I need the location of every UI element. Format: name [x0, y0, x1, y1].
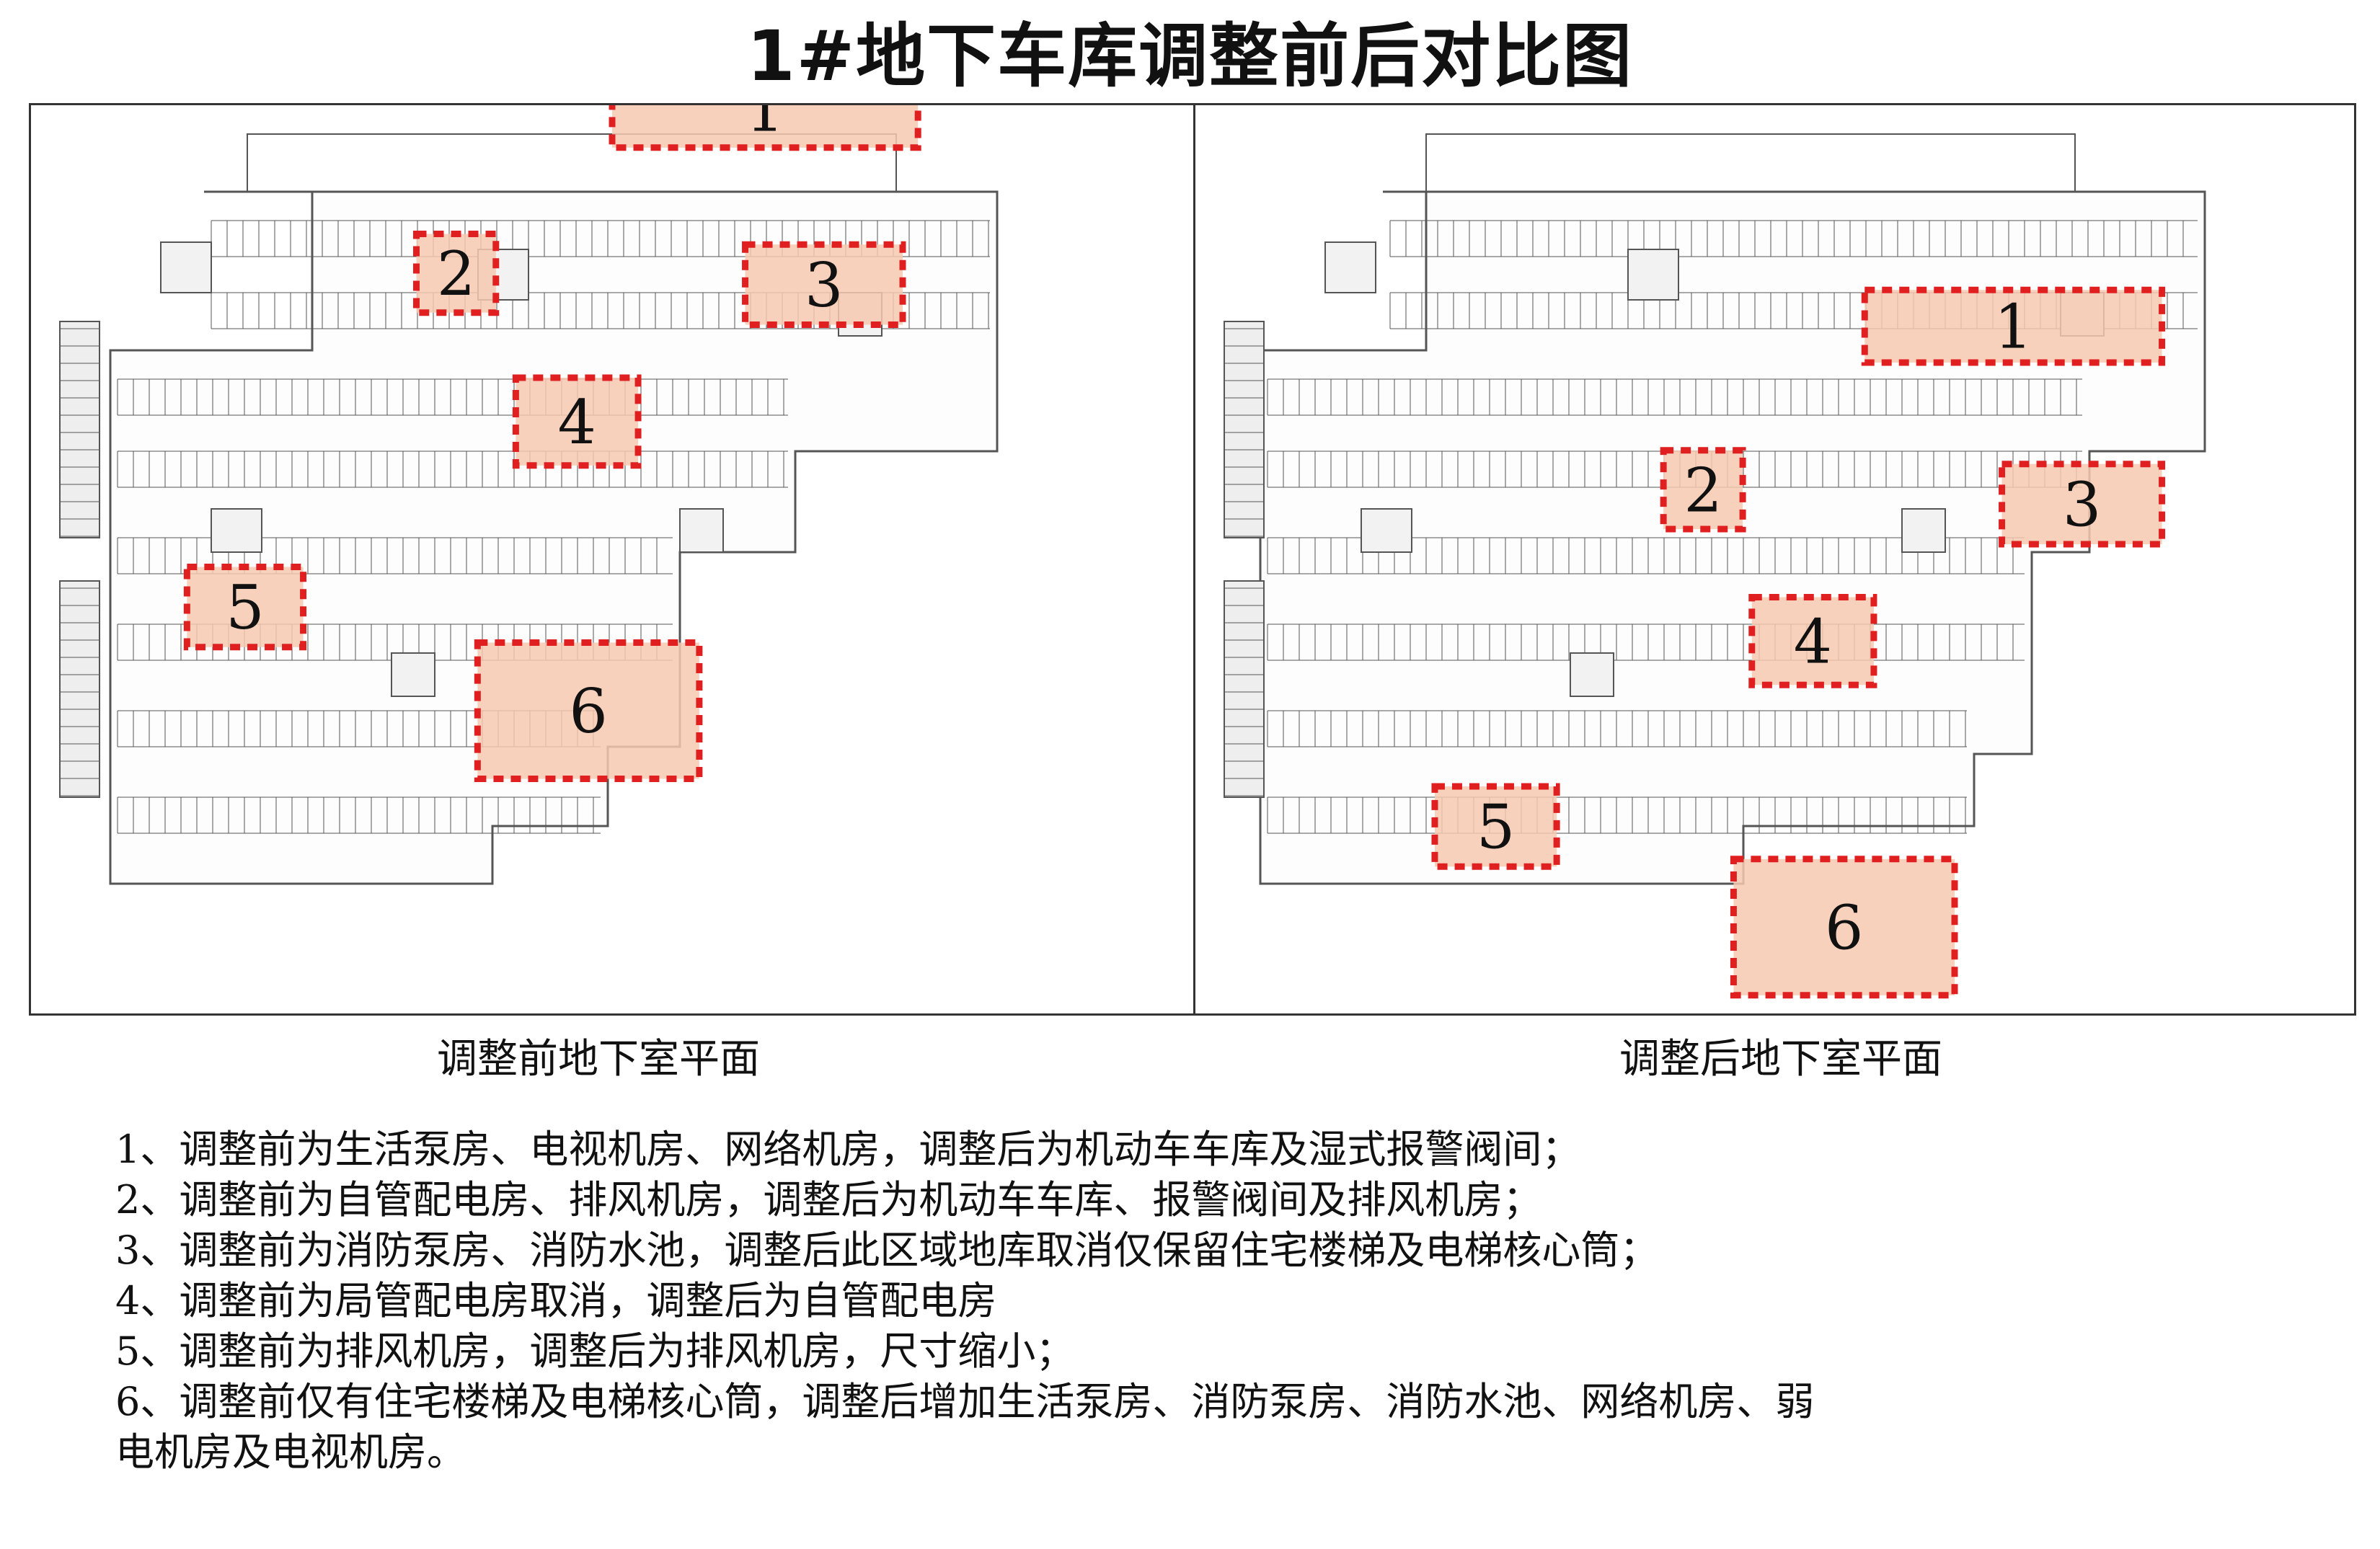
note-item-1: 1、调整前为生活泵房、电视机房、网络机房，调整后为机动车车库及湿式报警阀间； [115, 1127, 1581, 1172]
after-zone-3-label: 3 [2063, 469, 2101, 540]
after-zone-6: 6 [1730, 856, 1958, 999]
after-zone-6-box [1730, 856, 1958, 999]
after-zone-5-label: 5 [1477, 792, 1515, 863]
after-zone-1-box [1861, 286, 2166, 366]
caption-before: 调整前地下室平面 [437, 1036, 760, 1083]
before-zone-3-label: 3 [805, 250, 843, 321]
before-core-6 [391, 652, 435, 697]
after-zone-5: 5 [1431, 783, 1560, 870]
before-zone-1-label: 1 [746, 105, 784, 145]
note-item-6-cont: 电机房及电视机房。 [115, 1429, 466, 1475]
after-zone-1: 1 [1861, 286, 2166, 366]
after-core-2 [1627, 249, 1679, 301]
before-zone-6: 6 [474, 639, 703, 782]
plan-before: 1 2 3 4 5 6 [31, 105, 1193, 1013]
after-ramp-upper [1224, 321, 1265, 538]
after-zone-4-label: 4 [1794, 606, 1832, 677]
after-core-5 [1901, 508, 1946, 553]
caption-after: 调整后地下室平面 [1619, 1036, 1942, 1083]
plans-frame [29, 103, 2356, 1016]
before-zone-3: 3 [742, 241, 906, 328]
before-core-5 [679, 508, 724, 553]
before-zone-6-label: 6 [569, 676, 607, 747]
before-zone-3-box [742, 241, 906, 328]
after-core-4 [1361, 508, 1412, 553]
before-zone-2-label: 2 [437, 239, 475, 309]
before-zone-1: 1 [609, 105, 921, 151]
after-ramp-lower [1224, 580, 1265, 798]
note-item-4: 4、调整前为局管配电房取消，调整后为自管配电房 [115, 1278, 997, 1323]
before-zone-5-box [183, 564, 307, 651]
note-item-3: 3、调整前为消防泵房、消防水池，调整后此区域地库取消仅保留住宅楼梯及电梯核心筒； [115, 1228, 1659, 1273]
after-zone-1-label: 1 [1994, 292, 2032, 363]
after-zone-5-box [1431, 783, 1560, 870]
after-zone-3: 3 [1999, 461, 2166, 548]
frame-divider [1193, 103, 1195, 1016]
before-core-1 [160, 241, 212, 293]
before-ramp-lower [59, 580, 100, 798]
after-core-6 [1570, 652, 1614, 697]
after-zone-4-box [1748, 594, 1877, 688]
after-zone-2: 2 [1660, 447, 1746, 533]
before-service-block [247, 133, 897, 192]
page-title: 1#地下车库调整前后对比图 [746, 16, 1634, 97]
note-item-2: 2、调整前为自管配电房、排风机房，调整后为机动车车库、报警阀间及排风机房； [115, 1177, 1542, 1222]
before-zone-5-label: 5 [226, 572, 264, 643]
before-ramp-upper [59, 321, 100, 538]
plan-before-drawing: 1 2 3 4 5 6 [59, 105, 999, 885]
after-zone-6-label: 6 [1825, 892, 1863, 963]
after-zone-3-box [1999, 461, 2166, 548]
after-zone-2-box [1660, 447, 1746, 533]
note-item-6: 6、调整前仅有住宅楼梯及电梯核心筒，调整后增加生活泵房、消防泵房、消防水池、网络… [115, 1379, 1815, 1424]
before-zone-1-box [609, 105, 921, 151]
note-item-5: 5、调整前为排风机房，调整后为排风机房，尺寸缩小； [115, 1328, 1075, 1374]
before-core-4 [211, 508, 262, 553]
before-zone-4: 4 [512, 374, 642, 469]
after-service-block [1425, 133, 2076, 192]
after-core-1 [1324, 241, 1376, 293]
before-zone-6-box [474, 639, 703, 782]
before-zone-5: 5 [183, 564, 307, 651]
before-zone-4-box [512, 374, 642, 469]
after-zone-2-label: 2 [1684, 455, 1722, 525]
before-zone-2-box [413, 231, 500, 316]
after-zone-4: 4 [1748, 594, 1877, 688]
plan-after: 1 2 3 4 5 6 [1195, 105, 2354, 1013]
notes-list: 1、调整前为生活泵房、电视机房、网络机房，调整后为机动车车库及湿式报警阀间； 2… [115, 1124, 2322, 1478]
before-zone-2: 2 [413, 231, 500, 316]
before-zone-4-label: 4 [557, 387, 596, 458]
plan-after-drawing: 1 2 3 4 5 6 [1224, 133, 2206, 999]
